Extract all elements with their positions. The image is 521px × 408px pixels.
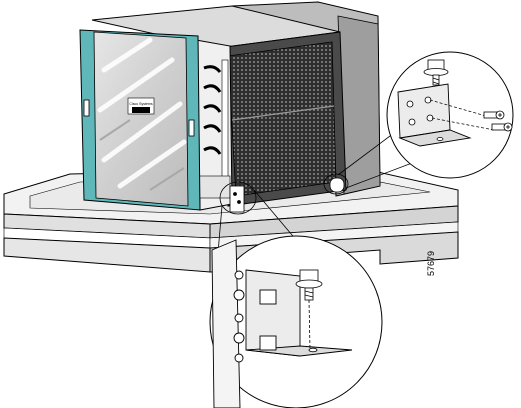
chassis: [91, 1, 381, 211]
mounting-bracket: [229, 177, 345, 213]
bracket-holes: [406, 96, 444, 141]
screw: [423, 59, 449, 86]
figure-id-label: 57679: [426, 250, 436, 276]
front-left-bracket-detail: [209, 235, 383, 408]
washer: [295, 269, 323, 301]
cable-bundle: [203, 65, 222, 155]
side-screws: [483, 110, 513, 132]
logo-text: Cisco Systems: [129, 102, 152, 106]
chassis-holes: [233, 270, 245, 363]
front-door: Cisco Systems: [79, 29, 201, 211]
right-rear-bracket-detail: [386, 51, 514, 179]
